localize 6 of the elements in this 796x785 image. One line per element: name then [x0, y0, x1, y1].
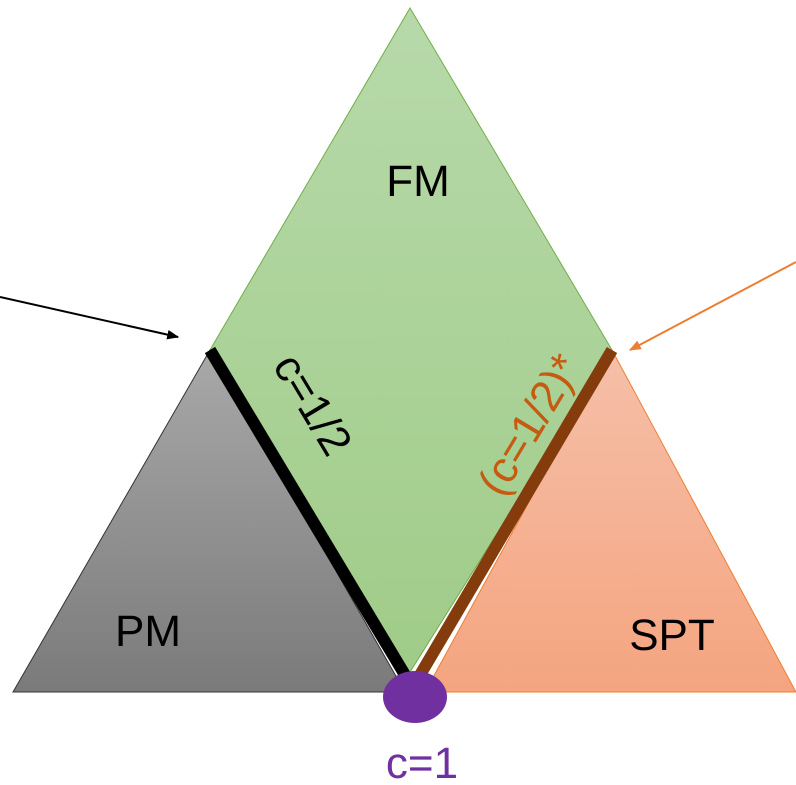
phase-label: FM — [386, 160, 450, 204]
phase-label: SPT — [629, 614, 715, 658]
arrow — [0, 296, 180, 340]
point-label: c=1 — [386, 742, 458, 785]
arrow — [628, 261, 796, 351]
phase-label: PM — [115, 610, 181, 654]
